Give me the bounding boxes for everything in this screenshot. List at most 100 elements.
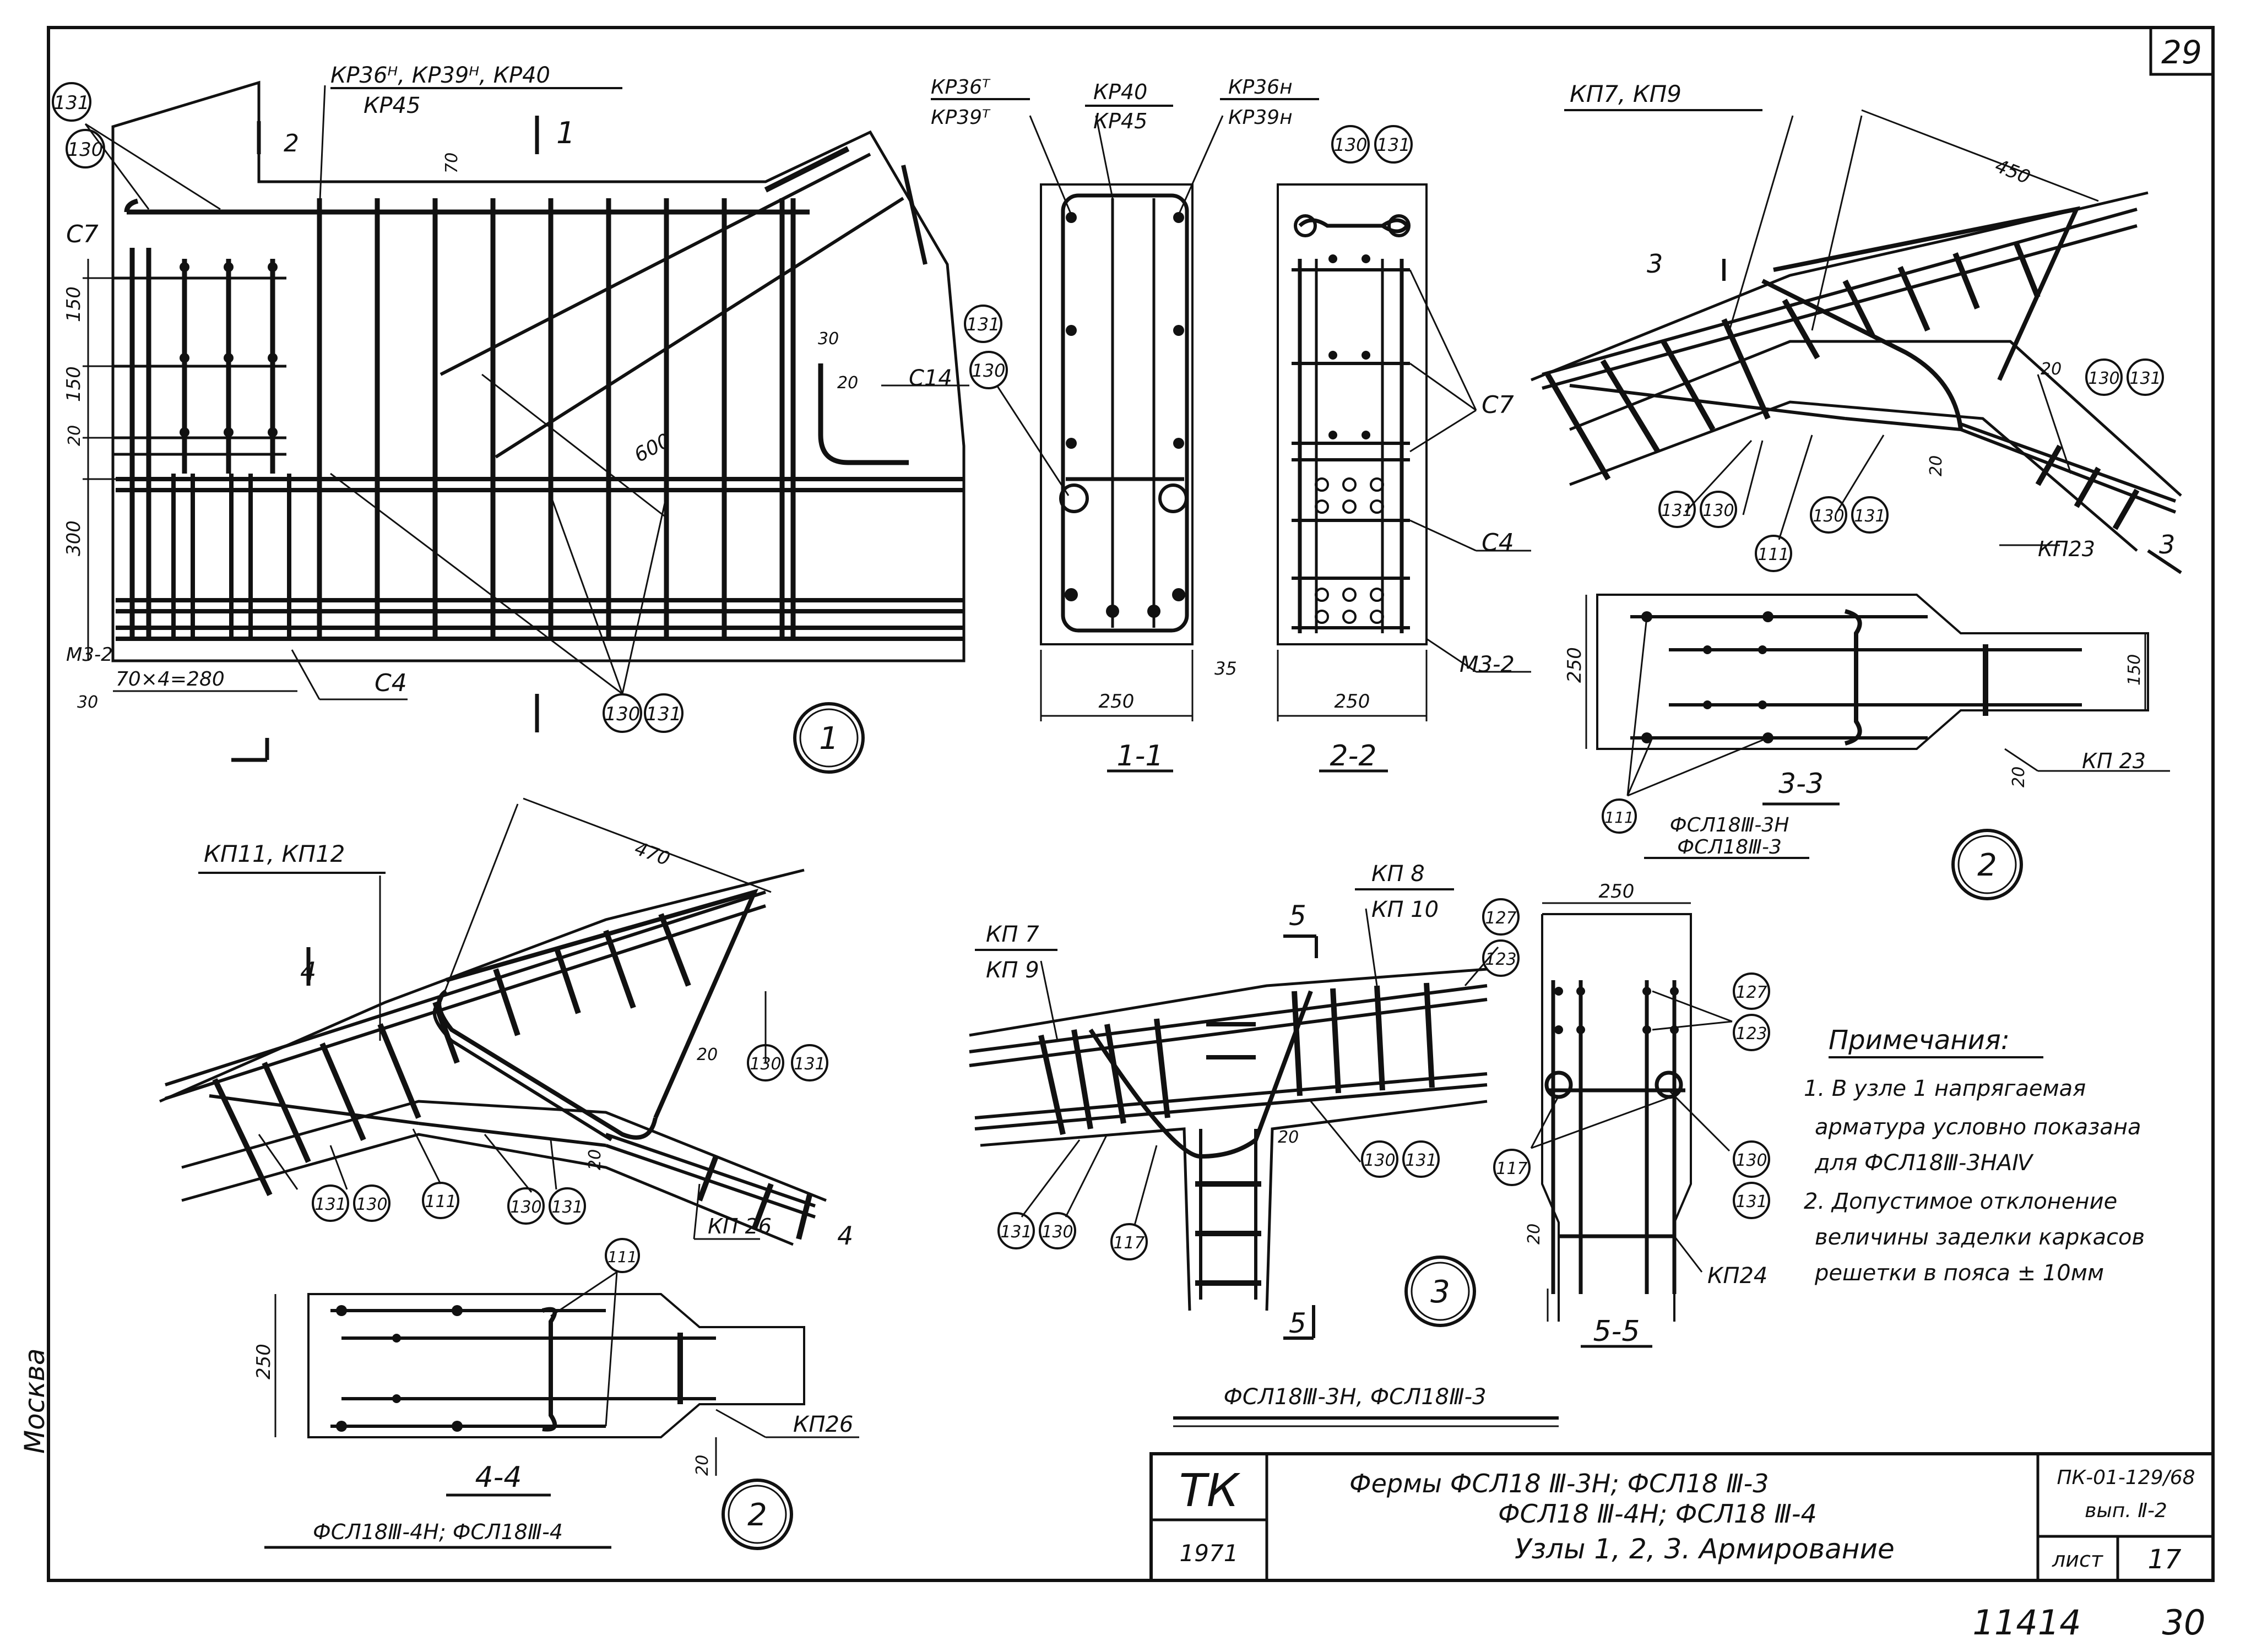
node3-dim-20: 20 (1278, 1128, 1299, 1147)
node2-top-dim-450: 450 (1992, 155, 2033, 188)
node2-bottom-label: КП11, КП12 (204, 840, 345, 867)
node3-section-5b: 5 (1289, 1307, 1306, 1339)
section-4-4-dim-20: 20 (693, 1455, 712, 1476)
node3-marker: 123 (1485, 950, 1516, 969)
node2-bottom-kp26: КП 26 (708, 1214, 772, 1238)
section-1-1-right-bottom: КР39н (1228, 106, 1293, 129)
node2-top-marker: 131 (2129, 369, 2161, 388)
node1-dim-300: 300 (63, 520, 85, 556)
corner-sheet-number: 29 (2161, 34, 2202, 71)
node2-top-section-3b: 3 (2159, 530, 2175, 559)
node2-bottom-marker: 131 (794, 1055, 825, 1074)
notes-line: решетки в пояса ± 10мм (1814, 1260, 2104, 1286)
node2-bottom-dim-20: 20 (697, 1045, 718, 1064)
node2-bottom-marker: 130 (510, 1198, 541, 1217)
node2-top-marker: 130 (2088, 369, 2119, 388)
section-1-1-left-bottom: КР39ᵀ (931, 106, 991, 129)
node2-bottom-marker: 111 (425, 1192, 456, 1211)
section-2-2-drawing (1277, 183, 1531, 773)
section-3-3-ref2: ФСЛ18Ⅲ-3 (1677, 836, 1782, 858)
node3-marker: 131 (1000, 1222, 1032, 1242)
side-label: Москва (19, 1348, 51, 1454)
notes-heading: Примечания: (1829, 1025, 2010, 1056)
section-3-3-ref1: ФСЛ18Ⅲ-3Н (1670, 814, 1789, 836)
node1-dim-70: 70 (442, 153, 462, 173)
section-2-2-marker: 131 (1376, 134, 1410, 155)
node2-bottom-marker: 131 (314, 1195, 346, 1214)
node3-marker: 130 (1042, 1222, 1073, 1242)
section-1-1-right-top: КР36н (1228, 76, 1293, 99)
node2-bottom-marker: 130 (356, 1195, 387, 1214)
node2-bottom-marker: 131 (551, 1198, 583, 1217)
section-1-1-marker: 131 (966, 314, 1000, 335)
node3-kp10: КП 10 (1371, 897, 1439, 922)
node2-top-dim-20: 20 (2041, 360, 2062, 379)
section-2-2-marker: 130 (1333, 134, 1367, 155)
node2-top-number: 2 (1977, 847, 1997, 883)
node1-number-circle (793, 702, 865, 774)
section-5-5-marker: 117 (1496, 1159, 1527, 1178)
node2-top-marker: 131 (1854, 507, 1885, 526)
titleblock-org: ТК (1179, 1465, 1241, 1517)
node1-dim-150b: 150 (63, 366, 85, 402)
section-1-1-mid-bottom: КР45 (1093, 109, 1147, 133)
node2-bottom-number-circle (722, 1479, 793, 1550)
node2-top-number-circle (1951, 829, 2023, 900)
marker: 130 (68, 139, 104, 161)
section-5-5-marker: 123 (1735, 1024, 1767, 1044)
section-3-3-drawing (1585, 594, 2170, 859)
section-4-4-ref: ФСЛ18Ⅲ-4Н; ФСЛ18Ⅲ-4 (313, 1520, 563, 1544)
section-2-2-c7: С7 (1482, 391, 1514, 419)
notes-line: 2. Допустимое отклонение (1804, 1189, 2117, 1214)
section-2-2-c4: С4 (1482, 529, 1514, 557)
titleblock-title-line2: ФСЛ18 Ⅲ-4Н; ФСЛ18 Ⅲ-4 (1498, 1499, 1817, 1529)
titleblock-title-line1: Фермы ФСЛ18 Ⅲ-3Н; ФСЛ18 Ⅲ-3 (1349, 1469, 1769, 1498)
node2-top-marker: 130 (1702, 501, 1734, 520)
node1-label-bottom: КР45 (364, 93, 420, 118)
node1-section-1-label: 1 (556, 116, 575, 150)
node3-kp9: КП 9 (986, 958, 1039, 983)
section-4-4-dim-250: 250 (253, 1344, 275, 1379)
node3-number-circle (1404, 1256, 1476, 1327)
notes: Примечания: 1. В узле 1 напрягаемая арма… (1804, 1025, 2145, 1286)
node3-number: 3 (1430, 1274, 1450, 1310)
node2-top-dim-20b: 20 (1927, 455, 1946, 476)
node1-drawing (83, 80, 969, 762)
node2-top-section-3: 3 (1647, 249, 1663, 279)
section-2-2-m32: М3-2 (1460, 652, 1515, 677)
notes-line: для ФСЛ18Ⅲ-3НАⅣ (1814, 1150, 2034, 1176)
node3-kp7: КП 7 (986, 922, 1039, 947)
notes-line: 1. В узле 1 напрягаемая (1804, 1076, 2086, 1101)
section-3-3-dim-150: 150 (2125, 654, 2144, 686)
node2-bottom-section-4b: 4 (837, 1221, 853, 1251)
section-1-1-caption: 1-1 (1117, 740, 1164, 773)
titleblock-series: ПК-01-129/68 (2057, 1466, 2195, 1489)
marker: 130 (605, 703, 641, 725)
section-3-3-marker: 111 (1604, 808, 1634, 827)
node2-bottom-section-4: 4 (300, 957, 316, 986)
node3-caption: ФСЛ18Ⅲ-3Н, ФСЛ18Ⅲ-3 (1223, 1384, 1486, 1410)
node3-marker: 130 (1364, 1151, 1395, 1170)
section-2-2-caption: 2-2 (1330, 740, 1377, 773)
section-5-5-marker: 131 (1735, 1192, 1767, 1211)
section-5-5-marker: 130 (1735, 1151, 1767, 1170)
section-3-3-dim-20: 20 (2009, 767, 2028, 787)
sheet-frame (47, 26, 2215, 1582)
node1-dim-150a: 150 (63, 286, 85, 322)
node2-bottom-marker: 130 (750, 1055, 781, 1074)
node3-drawing (969, 908, 1499, 1340)
node1-number: 1 (819, 721, 839, 757)
section-5-5-dim-20: 20 (1525, 1224, 1544, 1245)
titleblock-sheet-label: лист (2052, 1547, 2104, 1572)
node2-top-drawing (1531, 109, 2182, 574)
node3-marker: 127 (1485, 909, 1516, 928)
section-1-1-marker: 130 (972, 360, 1005, 381)
section-5-5-drawing (1530, 902, 1733, 1348)
node2-top-label: КП7, КП9 (1570, 80, 1682, 107)
section-4-4-caption: 4-4 (475, 1461, 522, 1494)
section-1-1-mid-top: КР40 (1093, 80, 1147, 104)
section-4-4-drawing (264, 1271, 859, 1549)
node2-bottom-dim-20b: 20 (585, 1149, 605, 1170)
node1-dim-20b: 20 (837, 373, 858, 393)
